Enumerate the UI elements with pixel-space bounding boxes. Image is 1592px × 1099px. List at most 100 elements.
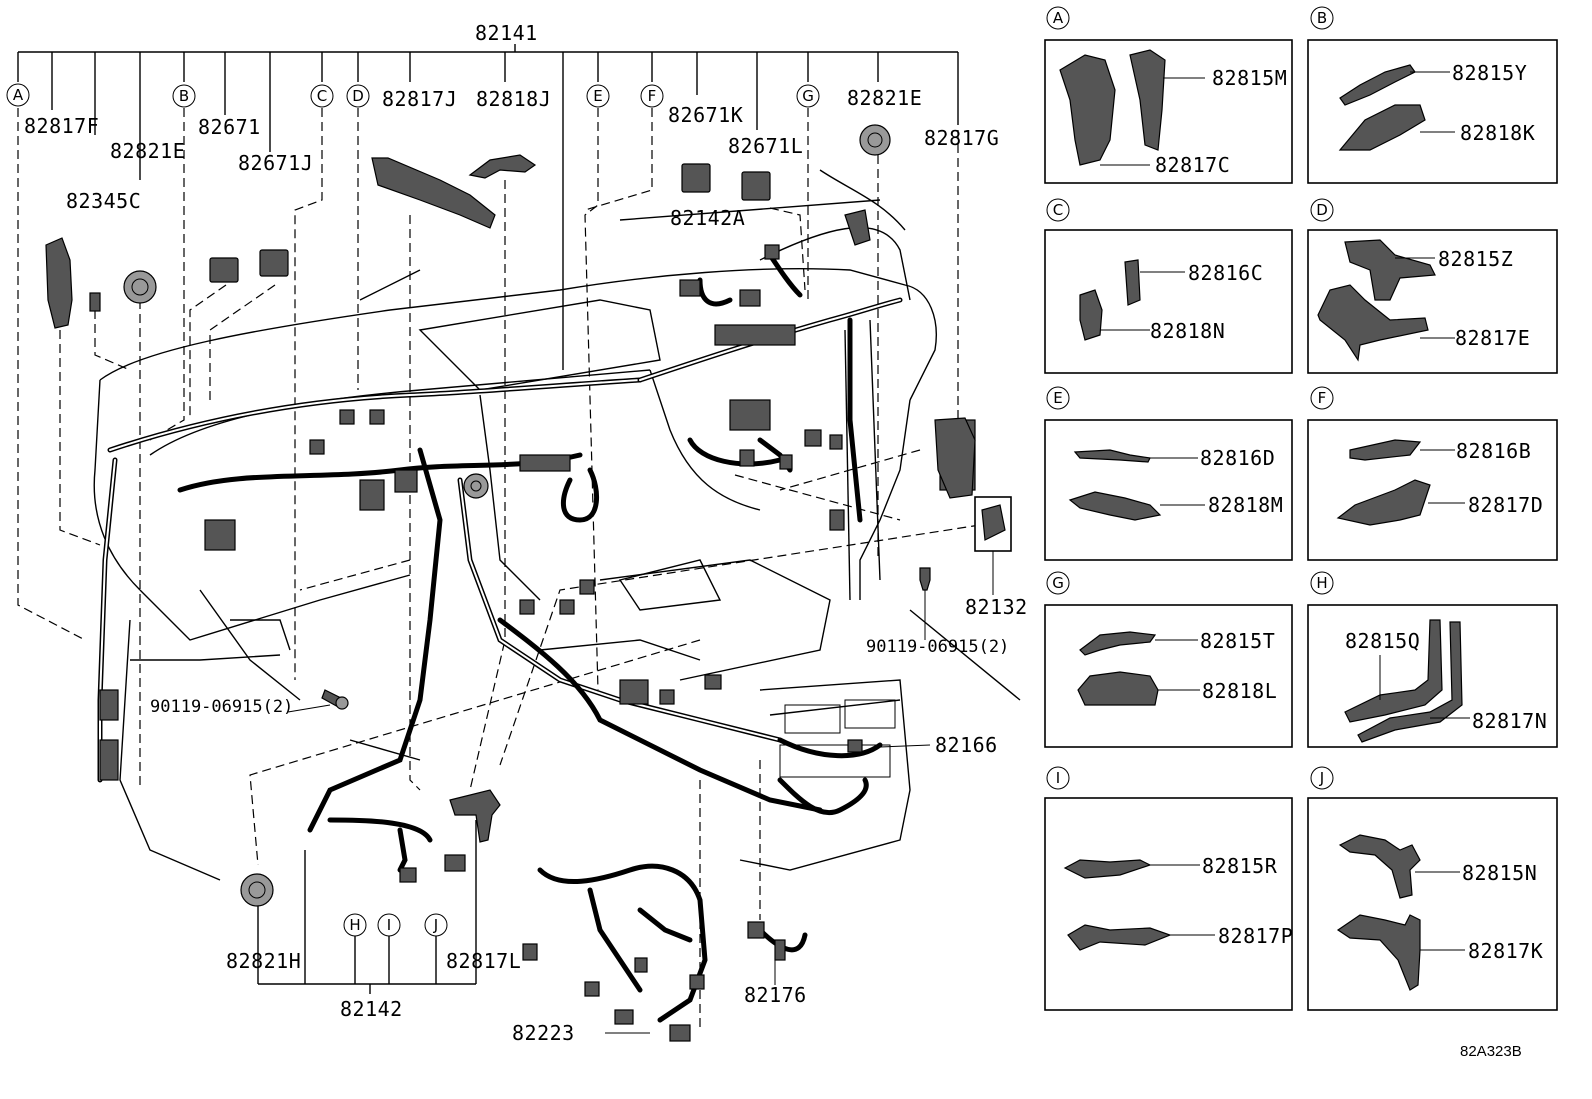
label-82817F: 82817F <box>24 114 99 138</box>
label-82817J: 82817J <box>382 87 457 111</box>
inset-J: J 82815N 82817K <box>1307 766 1558 1011</box>
label-82223: 82223 <box>512 1021 575 1045</box>
label-82166: 82166 <box>935 733 998 757</box>
circle-J-main: J <box>424 913 448 937</box>
clamp-82818J <box>468 154 537 179</box>
grommet-82821H <box>240 873 274 907</box>
insets: A 82815M 82817C B 82815Y 82818K C <box>1044 6 1558 1011</box>
inset-C-part-1: 82816C <box>1188 261 1263 285</box>
label-82821E-right: 82821E <box>847 86 922 110</box>
grommet-82821E-right <box>859 124 891 156</box>
circle-F-main: F <box>640 84 664 108</box>
inset-H-part-2: 82817N <box>1472 709 1547 733</box>
main-connectors <box>89 163 976 1042</box>
protector-82817F <box>45 237 73 329</box>
label-82821H: 82821H <box>226 949 301 973</box>
inset-A: A 82815M 82817C <box>1044 6 1293 184</box>
inset-I-part-1: 82815R <box>1202 854 1278 878</box>
clamp-82817L <box>449 789 501 843</box>
inset-J-part-2: 82817K <box>1468 939 1543 963</box>
svg-text:A: A <box>1053 9 1064 27</box>
inset-D: D 82815Z 82817E <box>1307 198 1558 374</box>
svg-text:C: C <box>317 87 327 105</box>
svg-text:A: A <box>13 86 24 104</box>
circle-D-main: D <box>346 84 370 108</box>
label-82817G: 82817G <box>924 126 999 150</box>
inset-F-part-1: 82816B <box>1456 439 1531 463</box>
inset-E: E 82816D 82818M <box>1044 386 1293 561</box>
label-90119-left: 90119-06915(2) <box>150 697 293 717</box>
svg-text:C: C <box>1053 201 1063 219</box>
inset-H: H 82815Q 82817N <box>1307 571 1558 748</box>
label-82141: 82141 <box>475 21 538 45</box>
label-82671K: 82671K <box>668 103 743 127</box>
leader-lines <box>17 108 981 1030</box>
svg-text:H: H <box>1316 574 1327 592</box>
svg-text:D: D <box>1316 201 1328 219</box>
vehicle-body-outline <box>93 169 1021 881</box>
svg-text:B: B <box>1317 9 1327 27</box>
label-82671J: 82671J <box>238 151 313 175</box>
label-82671L: 82671L <box>728 134 803 158</box>
label-82142A: 82142A <box>670 206 745 230</box>
inset-J-part-1: 82815N <box>1462 861 1537 885</box>
svg-text:H: H <box>349 916 360 934</box>
inset-F-part-2: 82817D <box>1468 493 1543 517</box>
svg-text:G: G <box>802 87 814 105</box>
svg-text:F: F <box>1318 389 1327 407</box>
svg-text:F: F <box>648 87 657 105</box>
circle-E-main: E <box>586 84 610 108</box>
inset-A-part-2: 82817C <box>1155 153 1230 177</box>
inset-H-part-1: 82815Q <box>1345 629 1420 653</box>
inset-G: G 82815T 82818L <box>1044 571 1293 748</box>
inset-F: F 82816B 82817D <box>1307 386 1558 561</box>
inset-I-part-2: 82817P <box>1218 924 1293 948</box>
grommet-center <box>463 473 489 499</box>
inset-D-part-1: 82815Z <box>1438 247 1513 271</box>
circle-C-main: C <box>310 84 334 108</box>
circle-G-main: G <box>796 84 820 108</box>
svg-text:I: I <box>387 916 391 934</box>
label-82818J: 82818J <box>476 87 551 111</box>
inset-E-part-2: 82818M <box>1208 493 1283 517</box>
svg-text:I: I <box>1056 769 1060 787</box>
inset-I: I 82815R 82817P <box>1044 766 1293 1011</box>
inset-D-part-2: 82817E <box>1455 326 1530 350</box>
grommet-82821E-left <box>123 270 157 304</box>
svg-text:E: E <box>593 87 602 105</box>
inset-B-part-2: 82818K <box>1460 121 1535 145</box>
circle-I-main: I <box>377 913 401 937</box>
label-82671: 82671 <box>198 115 261 139</box>
inset-G-part-1: 82815T <box>1200 629 1275 653</box>
svg-text:G: G <box>1052 574 1064 592</box>
circle-B-main: B <box>172 84 196 108</box>
bracket-drops <box>17 52 959 370</box>
inset-A-part-1: 82815M <box>1212 66 1287 90</box>
label-82345C: 82345C <box>66 189 141 213</box>
svg-text:J: J <box>1319 769 1324 787</box>
circle-A-main: A <box>6 83 30 107</box>
inset-B-part-1: 82815Y <box>1452 61 1527 85</box>
circle-H-main: H <box>343 913 367 937</box>
svg-text:J: J <box>433 916 438 934</box>
label-82821E-left: 82821E <box>110 139 185 163</box>
inset-G-part-2: 82818L <box>1202 679 1277 703</box>
svg-text:B: B <box>179 87 189 105</box>
inset-B: B 82815Y 82818K <box>1307 6 1558 184</box>
label-82176: 82176 <box>744 983 807 1007</box>
label-82142: 82142 <box>340 997 403 1021</box>
main-wire-harness <box>97 252 903 1023</box>
bolt-right <box>919 567 931 591</box>
svg-text:E: E <box>1053 389 1062 407</box>
inset-E-part-1: 82816D <box>1200 446 1275 470</box>
protector-82817J <box>371 157 496 229</box>
svg-text:D: D <box>352 87 364 105</box>
label-90119-right: 90119-06915(2) <box>866 637 1009 657</box>
main-diagram: 82141 A B C D E <box>6 21 1028 1045</box>
inset-C-part-2: 82818N <box>1150 319 1225 343</box>
label-82132: 82132 <box>965 595 1028 619</box>
inset-C: C 82816C 82818N <box>1044 198 1293 374</box>
label-82817L: 82817L <box>446 949 521 973</box>
protector-82817G <box>934 417 976 499</box>
